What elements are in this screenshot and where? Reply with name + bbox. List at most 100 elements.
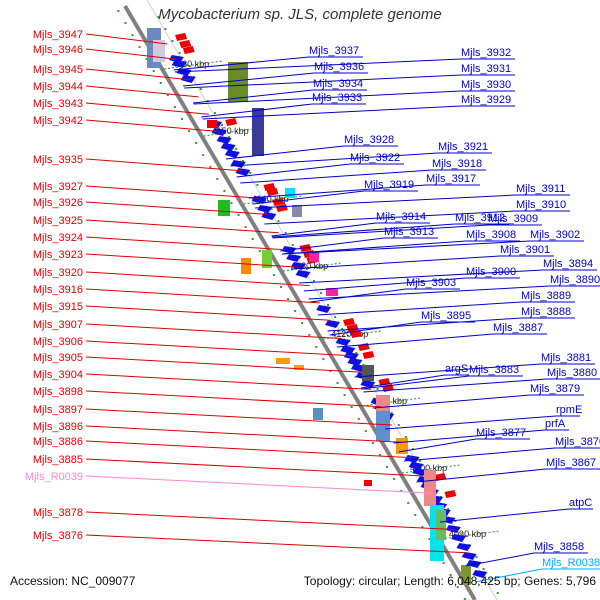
left-gene-label[interactable]: Mjls_3886 bbox=[33, 436, 83, 448]
left-leader-line bbox=[85, 534, 468, 554]
left-gene-label[interactable]: Mjls_3876 bbox=[33, 530, 83, 542]
left-gene-label[interactable]: Mjls_3915 bbox=[33, 301, 83, 313]
right-gene-label[interactable]: Mjls_3914 bbox=[376, 211, 426, 223]
kbp-tick-line bbox=[402, 464, 461, 474]
right-leader-line bbox=[252, 190, 365, 205]
left-gene-label[interactable]: Mjls_3905 bbox=[33, 352, 83, 364]
track-dot bbox=[336, 382, 339, 384]
left-gene-label[interactable]: Mjls_3942 bbox=[33, 115, 83, 127]
right-gene-label[interactable]: Mjls_3917 bbox=[426, 173, 476, 185]
left-gene-label[interactable]: Mjls_3916 bbox=[33, 284, 83, 296]
left-gene-label[interactable]: Mjls_3896 bbox=[33, 421, 83, 433]
genome-title: Mycobacterium sp. JLS, complete genome bbox=[158, 6, 442, 23]
track-dot bbox=[428, 538, 431, 540]
right-gene-label[interactable]: prfA bbox=[545, 418, 566, 430]
right-gene-label[interactable]: Mjls_3870 bbox=[555, 436, 600, 448]
right-gene-label[interactable]: Mjls_3880 bbox=[547, 367, 597, 379]
right-gene-label[interactable]: Mjls_3921 bbox=[438, 141, 488, 153]
right-gene-label[interactable]: Mjls_3931 bbox=[461, 63, 511, 75]
track-dot bbox=[364, 430, 367, 432]
right-gene-label[interactable]: Mjls_3913 bbox=[384, 226, 434, 238]
left-gene-label[interactable]: Mjls_3943 bbox=[33, 98, 83, 110]
right-gene-label[interactable]: Mjls_3894 bbox=[543, 258, 593, 270]
right-gene-label[interactable]: Mjls_3881 bbox=[541, 352, 591, 364]
gene-arrow-blue bbox=[472, 570, 488, 578]
right-gene-label[interactable]: Mjls_3922 bbox=[350, 152, 400, 164]
right-gene-label[interactable]: Mjls_3889 bbox=[521, 290, 571, 302]
left-gene-label[interactable]: Mjls_3947 bbox=[33, 29, 83, 41]
left-gene-label[interactable]: Mjls_3935 bbox=[33, 154, 83, 166]
track-dot bbox=[411, 448, 414, 450]
right-gene-label[interactable]: Mjls_3912 bbox=[455, 212, 505, 224]
track-dot bbox=[463, 598, 466, 600]
kbp-tick-label: 4160 kbp bbox=[172, 59, 209, 69]
right-gene-label[interactable]: Mjls_3903 bbox=[406, 277, 456, 289]
right-gene-label[interactable]: Mjls_3937 bbox=[309, 45, 359, 57]
track-dot bbox=[284, 232, 287, 234]
right-gene-label[interactable]: Mjls_3934 bbox=[313, 78, 363, 90]
gene-block bbox=[376, 395, 390, 411]
right-leader-line bbox=[282, 240, 531, 255]
right-gene-label[interactable]: Mjls_3909 bbox=[488, 213, 538, 225]
left-gene-label[interactable]: Mjls_3878 bbox=[33, 507, 83, 519]
right-gene-label[interactable]: Mjls_3918 bbox=[432, 158, 482, 170]
left-gene-label[interactable]: Mjls_3946 bbox=[33, 44, 83, 56]
left-gene-label[interactable]: Mjls_3944 bbox=[33, 81, 83, 93]
right-gene-label[interactable]: Mjls_3911 bbox=[516, 183, 565, 195]
right-gene-label[interactable]: Mjls_3919 bbox=[364, 179, 414, 191]
left-gene-label[interactable]: Mjls_3923 bbox=[33, 249, 83, 261]
track-dot bbox=[355, 352, 358, 354]
right-gene-label[interactable]: argS bbox=[445, 363, 468, 375]
right-gene-label[interactable]: Mjls_3858 bbox=[534, 541, 584, 553]
gene-block bbox=[326, 288, 338, 296]
track-dot bbox=[482, 568, 485, 570]
gene-arrow-blue bbox=[211, 128, 227, 136]
right-gene-label[interactable]: Mjls_R0038 bbox=[542, 557, 600, 569]
track-dot bbox=[343, 394, 346, 396]
right-gene-label[interactable]: Mjls_3895 bbox=[421, 310, 471, 322]
right-gene-label[interactable]: Mjls_3877 bbox=[476, 427, 526, 439]
track-dot bbox=[235, 148, 238, 150]
left-gene-label[interactable]: Mjls_3920 bbox=[33, 267, 83, 279]
right-gene-label[interactable]: Mjls_3928 bbox=[344, 134, 394, 146]
left-gene-label[interactable]: Mjls_3907 bbox=[33, 319, 83, 331]
left-gene-label[interactable]: Mjls_3885 bbox=[33, 454, 83, 466]
right-gene-label[interactable]: Mjls_3936 bbox=[314, 61, 364, 73]
right-gene-label[interactable]: Mjls_3910 bbox=[516, 199, 566, 211]
left-gene-label[interactable]: Mjls_3945 bbox=[33, 64, 83, 76]
left-gene-label[interactable]: Mjls_3898 bbox=[33, 386, 83, 398]
right-gene-label[interactable]: Mjls_3900 bbox=[466, 266, 516, 278]
track-dot bbox=[496, 592, 499, 594]
kbp-tick-label: 4130 kbp bbox=[291, 261, 328, 271]
right-gene-label[interactable]: Mjls_3887 bbox=[493, 322, 543, 334]
left-gene-label[interactable]: Mjls_3904 bbox=[33, 369, 83, 381]
right-gene-label[interactable]: Mjls_3933 bbox=[312, 92, 362, 104]
right-gene-label[interactable]: Mjls_3890 bbox=[550, 274, 600, 286]
left-gene-label[interactable]: Mjls_3925 bbox=[33, 215, 83, 227]
track-dot bbox=[421, 526, 424, 528]
right-gene-label[interactable]: Mjls_3879 bbox=[530, 383, 580, 395]
track-dot bbox=[213, 112, 216, 114]
track-dot bbox=[216, 178, 219, 180]
right-gene-label[interactable]: Mjls_3929 bbox=[461, 94, 511, 106]
right-leader-line bbox=[183, 72, 315, 87]
right-gene-label[interactable]: Mjls_3901 bbox=[500, 244, 550, 256]
kbp-tick-line bbox=[283, 262, 342, 272]
right-gene-label[interactable]: Mjls_3930 bbox=[461, 79, 511, 91]
left-gene-label[interactable]: Mjls_3897 bbox=[33, 404, 83, 416]
left-gene-label[interactable]: Mjls_3906 bbox=[33, 336, 83, 348]
right-gene-label[interactable]: Mjls_3888 bbox=[521, 306, 571, 318]
right-gene-label[interactable]: Mjls_3883 bbox=[469, 364, 519, 376]
right-gene-label[interactable]: atpC bbox=[569, 497, 592, 509]
left-gene-label[interactable]: Mjls_3924 bbox=[33, 232, 83, 244]
right-gene-label[interactable]: Mjls_3867 bbox=[546, 457, 596, 469]
right-gene-label[interactable]: rpmE bbox=[556, 404, 582, 416]
right-gene-label[interactable]: Mjls_3908 bbox=[466, 229, 516, 241]
left-gene-label[interactable]: Mjls_3927 bbox=[33, 181, 83, 193]
left-gene-label[interactable]: Mjls_R0039 bbox=[25, 471, 83, 483]
right-gene-label[interactable]: Mjls_3932 bbox=[461, 47, 511, 59]
kbp-tick-line bbox=[164, 60, 223, 70]
left-gene-label[interactable]: Mjls_3926 bbox=[33, 197, 83, 209]
right-gene-label[interactable]: Mjls_3902 bbox=[530, 229, 580, 241]
